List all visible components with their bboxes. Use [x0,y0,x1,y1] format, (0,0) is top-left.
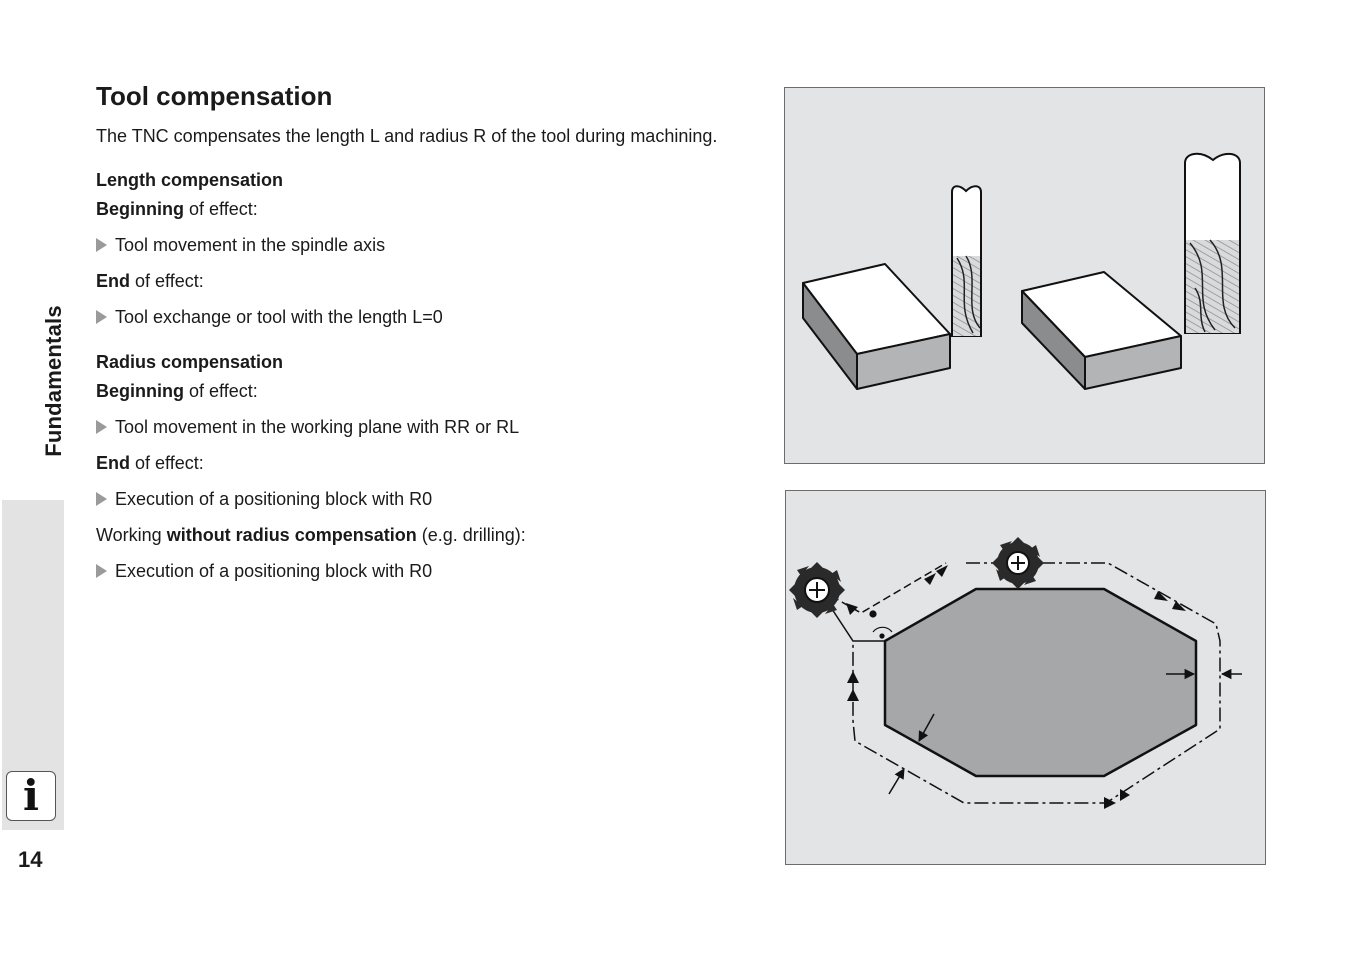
milling-cutter-contour [992,537,1044,589]
triangle-right-icon [96,238,107,252]
radius-compensation-illustration [789,537,1242,809]
right-angle-marker [869,610,893,639]
workpiece-contour [883,587,1198,778]
triangle-right-icon [96,564,107,578]
length-compensation-figure [784,87,1265,464]
section-label: Fundamentals [41,305,66,457]
length-begin: Beginning of effect: [96,199,258,219]
page-number: 14 [18,847,43,872]
end-mill-long [1184,152,1241,334]
radius-begin-bullet: Tool movement in the working plane with … [96,416,736,438]
intro-paragraph: The TNC compensates the length L and rad… [96,126,718,146]
radius-end: End of effect: [96,453,204,473]
radius-dimension-arrows [888,668,1242,795]
info-glyph: i [23,771,39,820]
radius-end-bullet: Execution of a positioning block with R0 [96,488,736,510]
tool-center-path [852,562,1221,804]
main-content: Tool compensation The TNC compensates th… [96,80,736,596]
length-end: End of effect: [96,271,204,291]
radius-compensation-figure [785,490,1266,865]
milling-cutter-start [789,562,845,618]
end-mill-short [951,185,982,337]
workpiece-block-right [1021,271,1182,390]
without-radius-bullet: Execution of a positioning block with R0 [96,560,736,582]
radius-heading: Radius compensation [96,352,284,372]
workpiece-block-left [802,263,951,390]
length-compensation-illustration [802,152,1241,390]
length-heading: Length compensation [96,170,284,190]
length-end-bullet: Tool exchange or tool with the length L=… [96,306,736,328]
without-radius-line: Working without radius compensation (e.g… [96,525,526,545]
triangle-right-icon [96,420,107,434]
triangle-right-icon [96,310,107,324]
direction-arrows [846,565,1186,809]
radius-begin: Beginning of effect: [96,381,258,401]
page-title: Tool compensation [96,81,333,111]
length-begin-bullet: Tool movement in the spindle axis [96,234,736,256]
info-icon[interactable]: i [6,771,56,821]
triangle-right-icon [96,492,107,506]
